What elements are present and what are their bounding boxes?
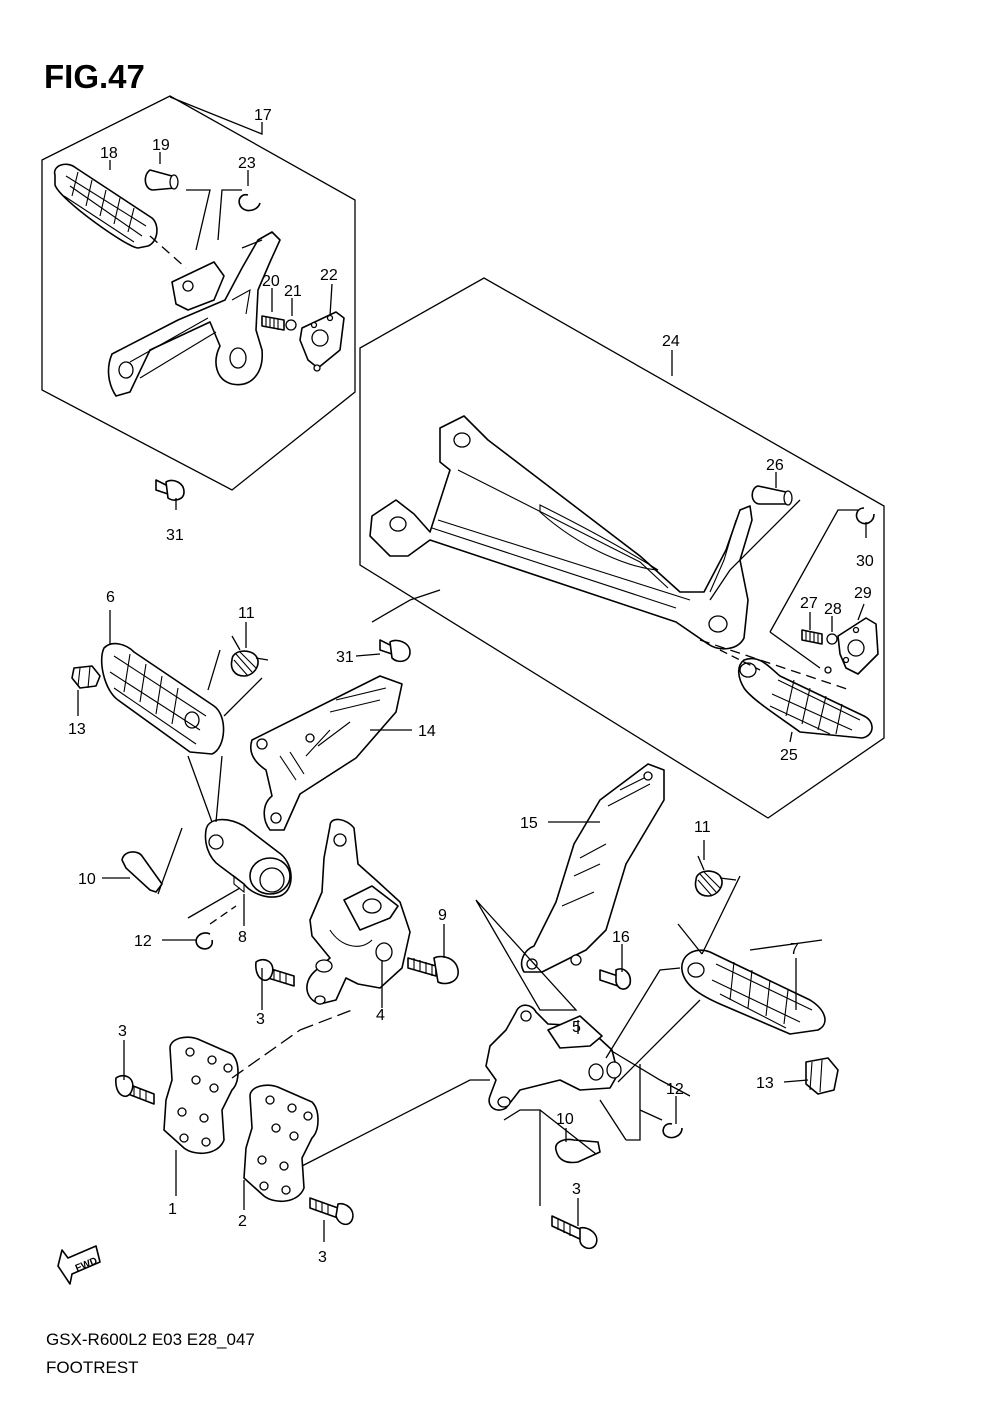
part-17-bracket bbox=[107, 231, 281, 397]
callout-11-right: 11 bbox=[694, 819, 711, 836]
callout-12-left: 12 bbox=[134, 933, 152, 950]
part-2-plate bbox=[243, 1084, 319, 1203]
callout-2: 2 bbox=[238, 1213, 247, 1230]
callout-3-a: 3 bbox=[256, 1011, 265, 1028]
part-25-footpeg bbox=[737, 657, 873, 739]
callout-12-right: 12 bbox=[666, 1081, 684, 1098]
callout-labels: 17 18 19 23 20 21 22 31 24 26 30 27 28 2… bbox=[68, 107, 874, 1266]
callout-19: 19 bbox=[152, 137, 170, 154]
part-10-pin-right bbox=[554, 1138, 601, 1164]
part-3-bolt-c bbox=[309, 1197, 354, 1226]
part-9-bolt bbox=[407, 955, 459, 985]
part-14-heel-guard bbox=[250, 675, 403, 831]
callout-13-right: 13 bbox=[756, 1075, 774, 1092]
callout-26: 26 bbox=[766, 457, 784, 474]
callout-10-right: 10 bbox=[556, 1111, 574, 1128]
part-27-spring bbox=[801, 629, 823, 645]
callout-14: 14 bbox=[418, 723, 436, 740]
lines-11-right bbox=[677, 875, 741, 955]
part-10-pin-left bbox=[121, 851, 163, 893]
part-12-e-ring-right bbox=[662, 1122, 683, 1139]
part-4-bracket bbox=[306, 818, 411, 1005]
assembly-lines-5 bbox=[475, 899, 823, 1206]
callout-10-left: 10 bbox=[78, 871, 96, 888]
callout-27: 27 bbox=[800, 595, 818, 612]
callout-21: 21 bbox=[284, 283, 302, 300]
part-19-pin bbox=[144, 169, 179, 191]
callout-30: 30 bbox=[856, 553, 874, 570]
callout-24: 24 bbox=[662, 333, 680, 350]
part-18-footpeg bbox=[53, 163, 158, 249]
part-31-bolt-lower bbox=[379, 639, 411, 663]
lines-6-8 bbox=[187, 755, 223, 823]
callout-7: 7 bbox=[790, 941, 799, 958]
callout-3-d: 3 bbox=[572, 1181, 581, 1198]
callout-5: 5 bbox=[572, 1019, 581, 1036]
callout-6: 6 bbox=[106, 589, 115, 606]
part-16-bolt bbox=[599, 968, 632, 990]
line-2-to-5 bbox=[301, 1079, 490, 1167]
leader-lines bbox=[77, 96, 867, 1242]
callout-3-b: 3 bbox=[118, 1023, 127, 1040]
line-12-dash bbox=[209, 905, 237, 925]
part-3-bolt-b bbox=[115, 1074, 155, 1105]
assembly-box-17 bbox=[41, 95, 356, 491]
part-15-heel-guard bbox=[520, 763, 665, 973]
callout-29: 29 bbox=[854, 585, 872, 602]
callout-31-lower: 31 bbox=[336, 649, 354, 666]
callout-22: 22 bbox=[320, 267, 338, 284]
part-23-e-ring bbox=[238, 193, 261, 212]
callout-28: 28 bbox=[824, 601, 842, 618]
part-1-plate bbox=[163, 1036, 239, 1155]
part-13-cap-right bbox=[805, 1057, 839, 1095]
part-22-plate bbox=[299, 311, 345, 372]
model-code: GSX-R600L2 E03 E28_047 bbox=[46, 1330, 255, 1349]
callout-31-upper: 31 bbox=[166, 527, 184, 544]
callout-1: 1 bbox=[168, 1201, 177, 1218]
callout-9: 9 bbox=[438, 907, 447, 924]
part-11-spring-left bbox=[230, 635, 269, 677]
callout-17: 17 bbox=[254, 107, 272, 124]
part-13-cap-left bbox=[71, 665, 101, 689]
callout-16: 16 bbox=[612, 929, 630, 946]
assembly-box-24 bbox=[359, 277, 885, 819]
lines-10-12 bbox=[157, 827, 241, 919]
part-3-bolt-d bbox=[551, 1215, 598, 1250]
part-24-bracket bbox=[369, 415, 753, 650]
part-26-pin bbox=[751, 485, 793, 506]
lines-11-left bbox=[207, 649, 263, 717]
callout-23: 23 bbox=[238, 155, 256, 172]
part-30-e-ring bbox=[855, 507, 875, 525]
callout-20: 20 bbox=[262, 273, 280, 290]
callout-11-left: 11 bbox=[238, 605, 255, 622]
figure-title: FIG.47 bbox=[44, 58, 145, 95]
part-8-holder bbox=[204, 818, 292, 898]
callout-25: 25 bbox=[780, 747, 798, 764]
callout-13-left: 13 bbox=[68, 721, 86, 738]
part-21-ball bbox=[285, 319, 297, 331]
callout-15: 15 bbox=[520, 815, 538, 832]
part-20-spring bbox=[261, 315, 285, 331]
part-6-footpeg bbox=[100, 642, 225, 755]
part-5-bracket bbox=[485, 1004, 622, 1111]
callout-8: 8 bbox=[238, 929, 247, 946]
part-12-e-ring-left bbox=[195, 932, 214, 950]
fwd-arrow-icon: FWD bbox=[57, 1245, 101, 1285]
assembly-lines-24 bbox=[371, 499, 858, 691]
assembly-lines-17 bbox=[149, 189, 263, 269]
callout-3-c: 3 bbox=[318, 1249, 327, 1266]
section-name: FOOTREST bbox=[46, 1358, 139, 1377]
part-31-bolt-upper bbox=[155, 479, 185, 501]
part-11-spring-right bbox=[694, 855, 737, 897]
line-1-to-4 bbox=[231, 1009, 353, 1079]
part-7-footpeg bbox=[681, 949, 826, 1035]
part-28-ball bbox=[826, 633, 838, 645]
part-29-plate bbox=[824, 617, 879, 675]
callout-18: 18 bbox=[100, 145, 118, 162]
part-3-bolt-a bbox=[255, 958, 295, 987]
callout-4: 4 bbox=[376, 1007, 385, 1024]
